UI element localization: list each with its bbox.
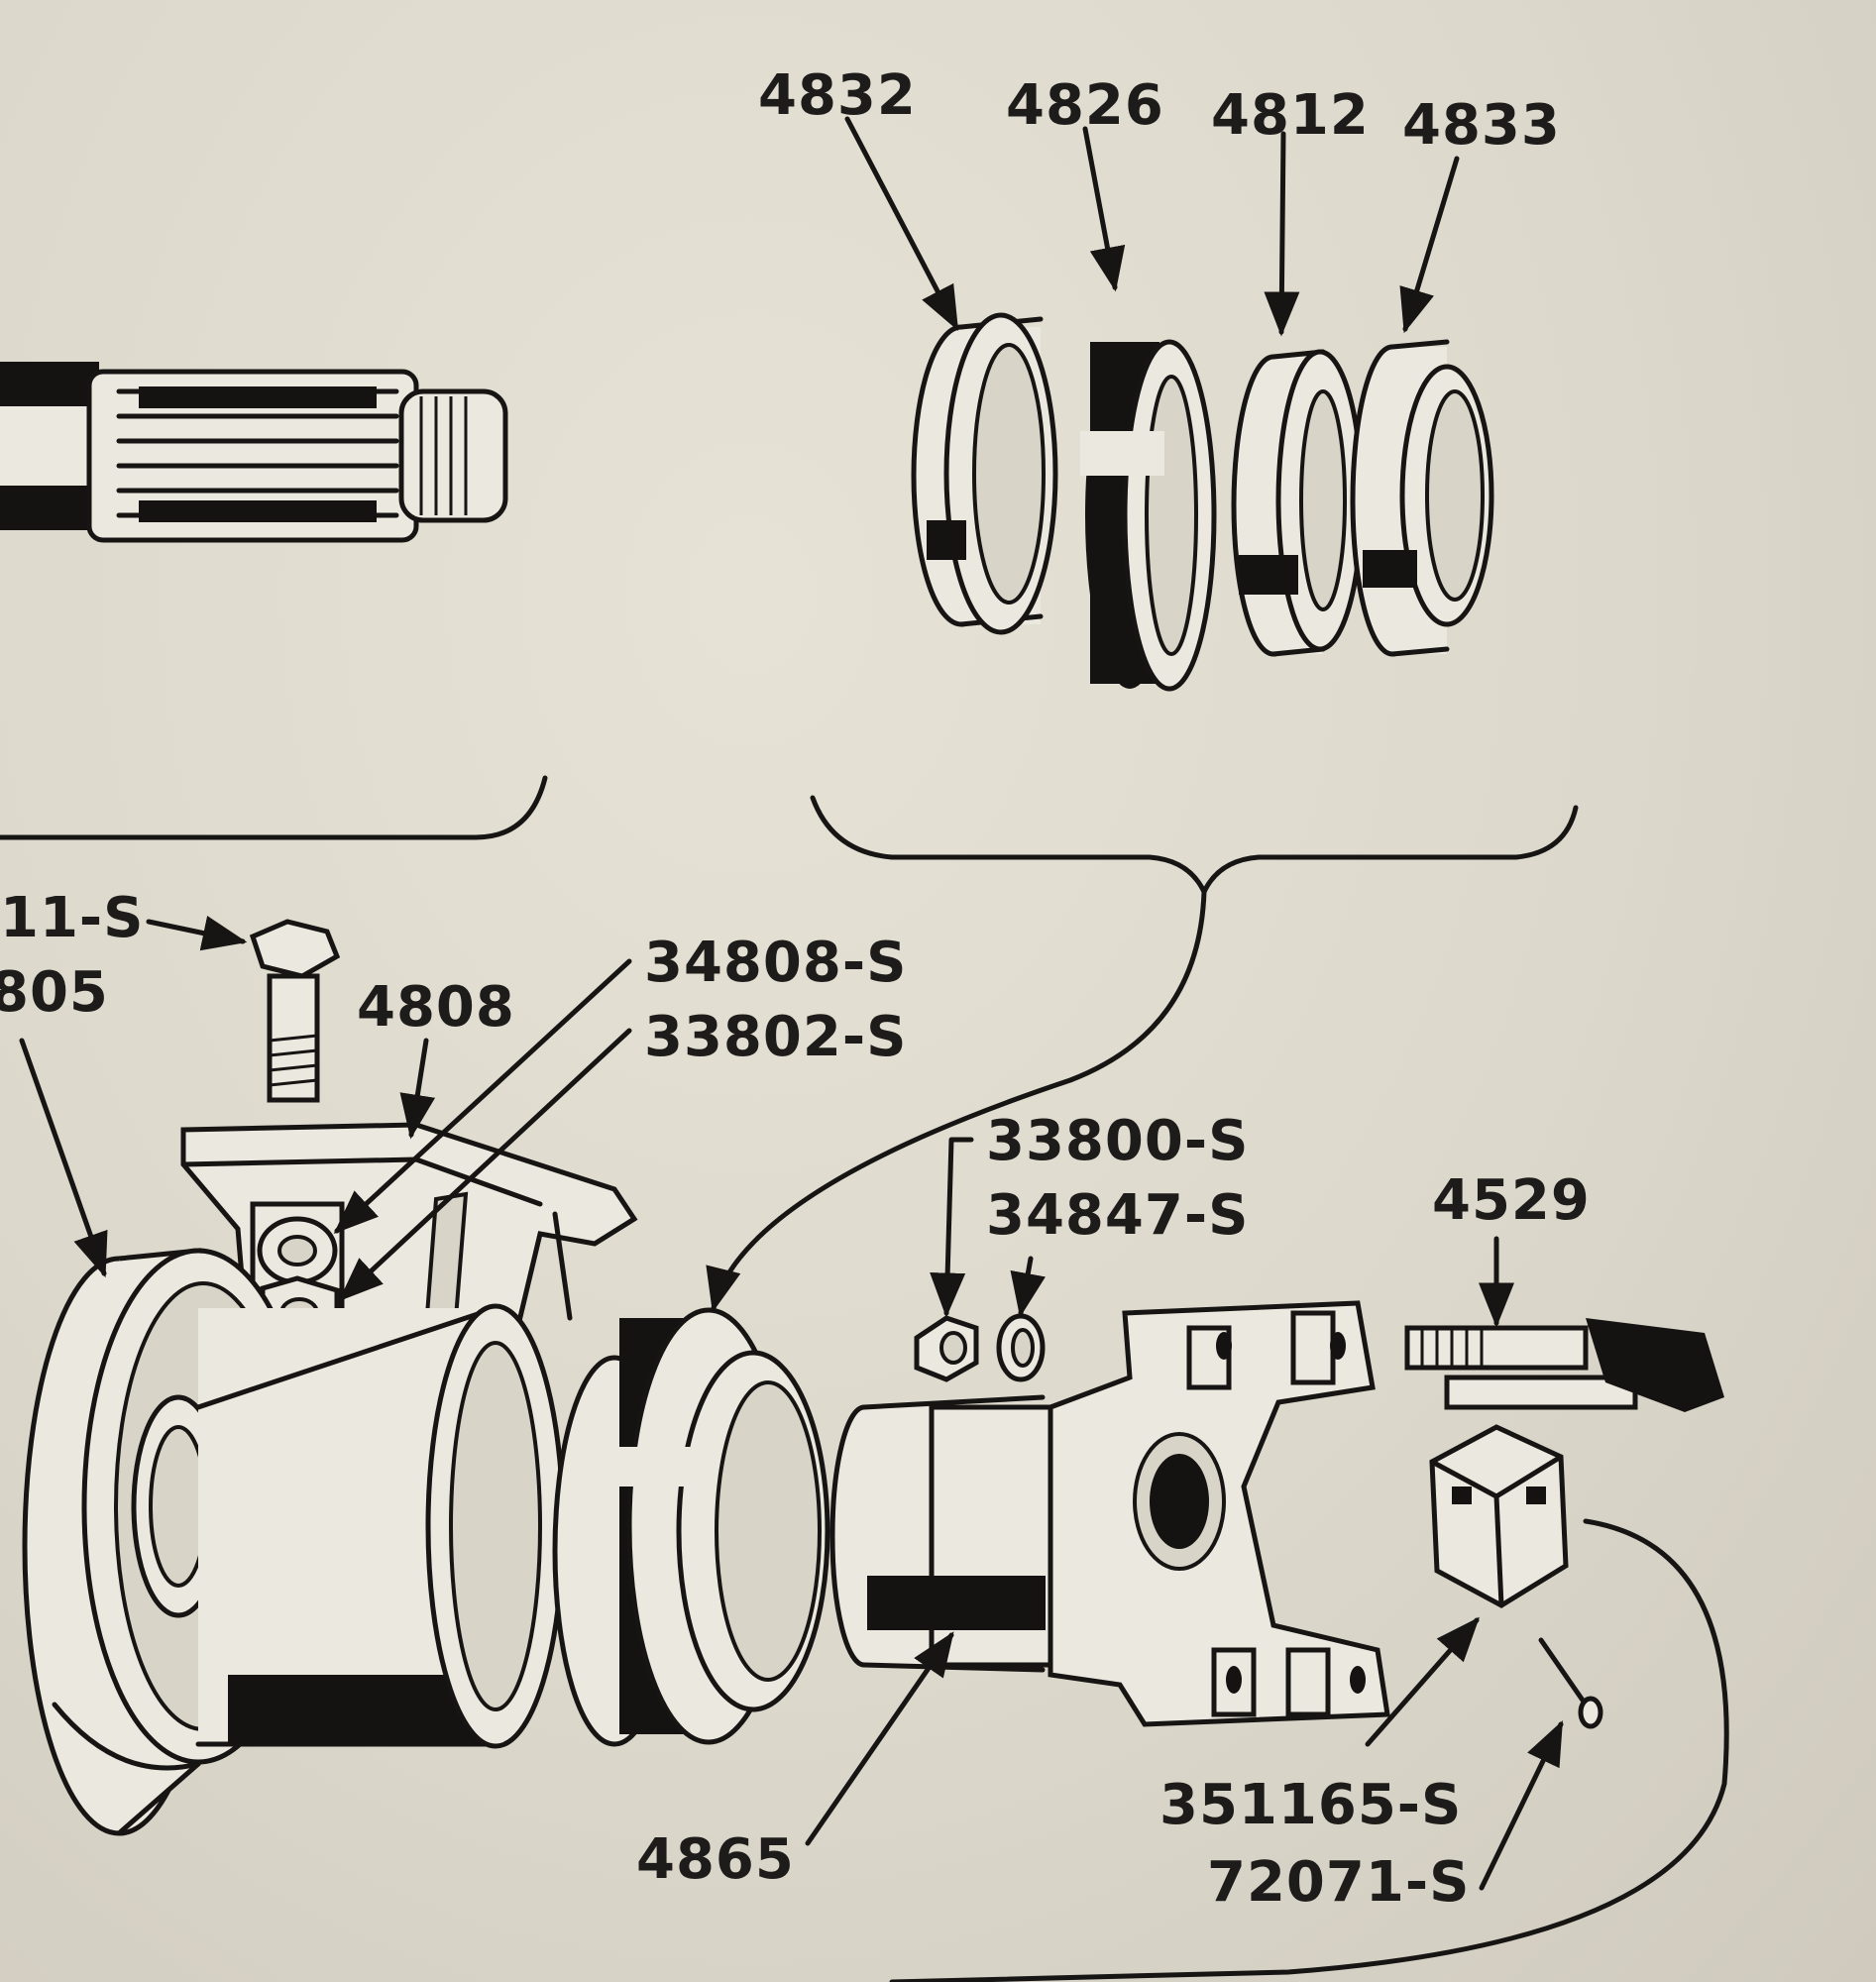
label-11-s: 11-S: [0, 886, 145, 950]
label-4812: 4812: [1211, 83, 1370, 148]
bearing-cone-4812: [1231, 349, 1365, 657]
housing-body: [195, 1303, 566, 1749]
label-72071-s: 72071-S: [1207, 1850, 1470, 1915]
label-33802-s: 33802-S: [644, 1005, 907, 1069]
right-brace: [810, 795, 1579, 895]
castle-nut-351165-s: [1429, 1424, 1569, 1608]
label-34808-s: 34808-S: [644, 931, 907, 995]
hex-nut-33800-s: [914, 1315, 979, 1382]
label-4808: 4808: [357, 975, 515, 1040]
bearing-cup-4832: [911, 312, 1058, 635]
companion-flange: [1048, 1300, 1390, 1727]
lock-washer-34847-s: [996, 1313, 1046, 1382]
label-4832: 4832: [758, 63, 917, 128]
cap-screw: [249, 919, 341, 1103]
bolt-4529: [1404, 1318, 1724, 1412]
left-brace: [0, 775, 548, 840]
leader-arrows: [19, 116, 1564, 1891]
right-sweep-leader: [889, 1518, 1729, 1982]
bearing-cup-4833: [1350, 339, 1494, 657]
bearing-race-4826: [1080, 339, 1217, 692]
label-805: 805: [0, 960, 109, 1025]
brace-leader-to-4826: [706, 889, 1207, 1313]
splined-shaft: [0, 362, 508, 543]
label-33800-s: 33800-S: [986, 1109, 1249, 1173]
label-4865: 4865: [636, 1827, 795, 1892]
label-4529: 4529: [1432, 1168, 1591, 1233]
label-4833: 4833: [1402, 93, 1561, 158]
label-34847-s: 34847-S: [986, 1183, 1249, 1248]
label-4826: 4826: [1006, 73, 1164, 138]
assembly-race: [552, 1307, 830, 1747]
cotter-pin-72071-s: [1538, 1637, 1603, 1729]
label-351165-s: 351165-S: [1159, 1773, 1462, 1837]
spacer-collar-4865: [829, 1394, 1053, 1673]
